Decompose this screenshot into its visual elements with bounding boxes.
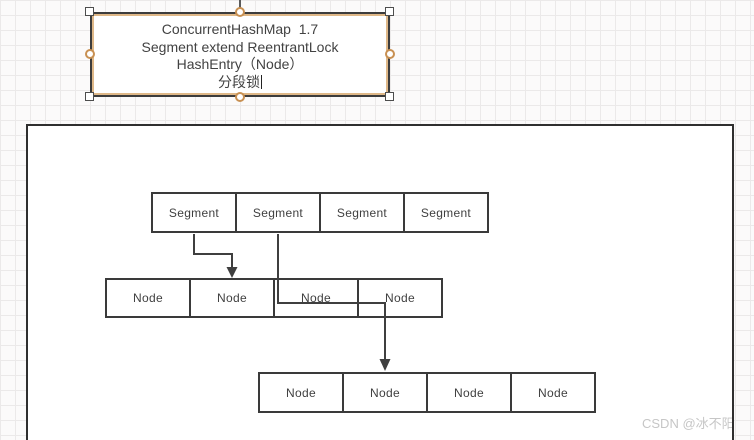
resize-handle-middle-left[interactable] [85,49,95,59]
frame-right-border-overlay [732,404,734,440]
segment-row: Segment Segment Segment Segment [151,192,489,233]
node-cell-label: Node [538,385,568,400]
resize-handle-middle-right[interactable] [385,49,395,59]
node-cell-label: Node [286,385,316,400]
node-bottom-cell-1[interactable]: Node [258,372,344,413]
note-line-3: HashEntry（Node） [176,56,304,72]
resize-handle-top-right[interactable] [385,7,394,16]
segment-cell-4[interactable]: Segment [403,192,489,233]
node-bottom-cell-2[interactable]: Node [342,372,428,413]
node-cell-label: Node [133,291,163,305]
resize-handle-bottom-center[interactable] [235,92,245,102]
node-cell-label: Node [385,291,415,305]
node-bottom-cell-3[interactable]: Node [426,372,512,413]
resize-handle-top-center[interactable] [235,7,245,17]
node-cell-label: Node [454,385,484,400]
node-cell-label: Node [370,385,400,400]
note-box[interactable]: ConcurrentHashMap 1.7 Segment extend Ree… [90,12,390,97]
node-cell-label: Node [301,291,331,305]
node-cell-label: Node [217,291,247,305]
watermark: CSDN @冰不阳 [642,416,735,431]
note-line-1: ConcurrentHashMap 1.7 [161,21,319,37]
node-top-cell-3[interactable]: Node [273,278,359,318]
note-line-4-text: 分段锁 [218,73,260,90]
segment-cell-3[interactable]: Segment [319,192,405,233]
node-row-top: Node Node Node Node [105,278,443,318]
rotate-handle-stem [239,0,241,8]
resize-handle-bottom-left[interactable] [85,92,94,101]
segment-cell-label: Segment [420,205,472,220]
resize-handle-top-left[interactable] [85,7,94,16]
node-top-cell-1[interactable]: Node [105,278,191,318]
segment-cell-1[interactable]: Segment [151,192,237,233]
segment-cell-label: Segment [252,205,304,220]
segment-cell-2[interactable]: Segment [235,192,321,233]
node-row-bottom: Node Node Node Node [258,372,596,413]
note-line-4: 分段锁 [92,74,388,92]
segment-cell-label: Segment [168,205,220,220]
node-top-cell-4[interactable]: Node [357,278,443,318]
resize-handle-bottom-right[interactable] [385,92,394,101]
note-line-2: Segment extend ReentrantLock [141,38,339,55]
text-cursor [261,74,262,89]
node-top-cell-2[interactable]: Node [189,278,275,318]
node-bottom-cell-4[interactable]: Node [510,372,596,413]
segment-cell-label: Segment [336,205,388,220]
